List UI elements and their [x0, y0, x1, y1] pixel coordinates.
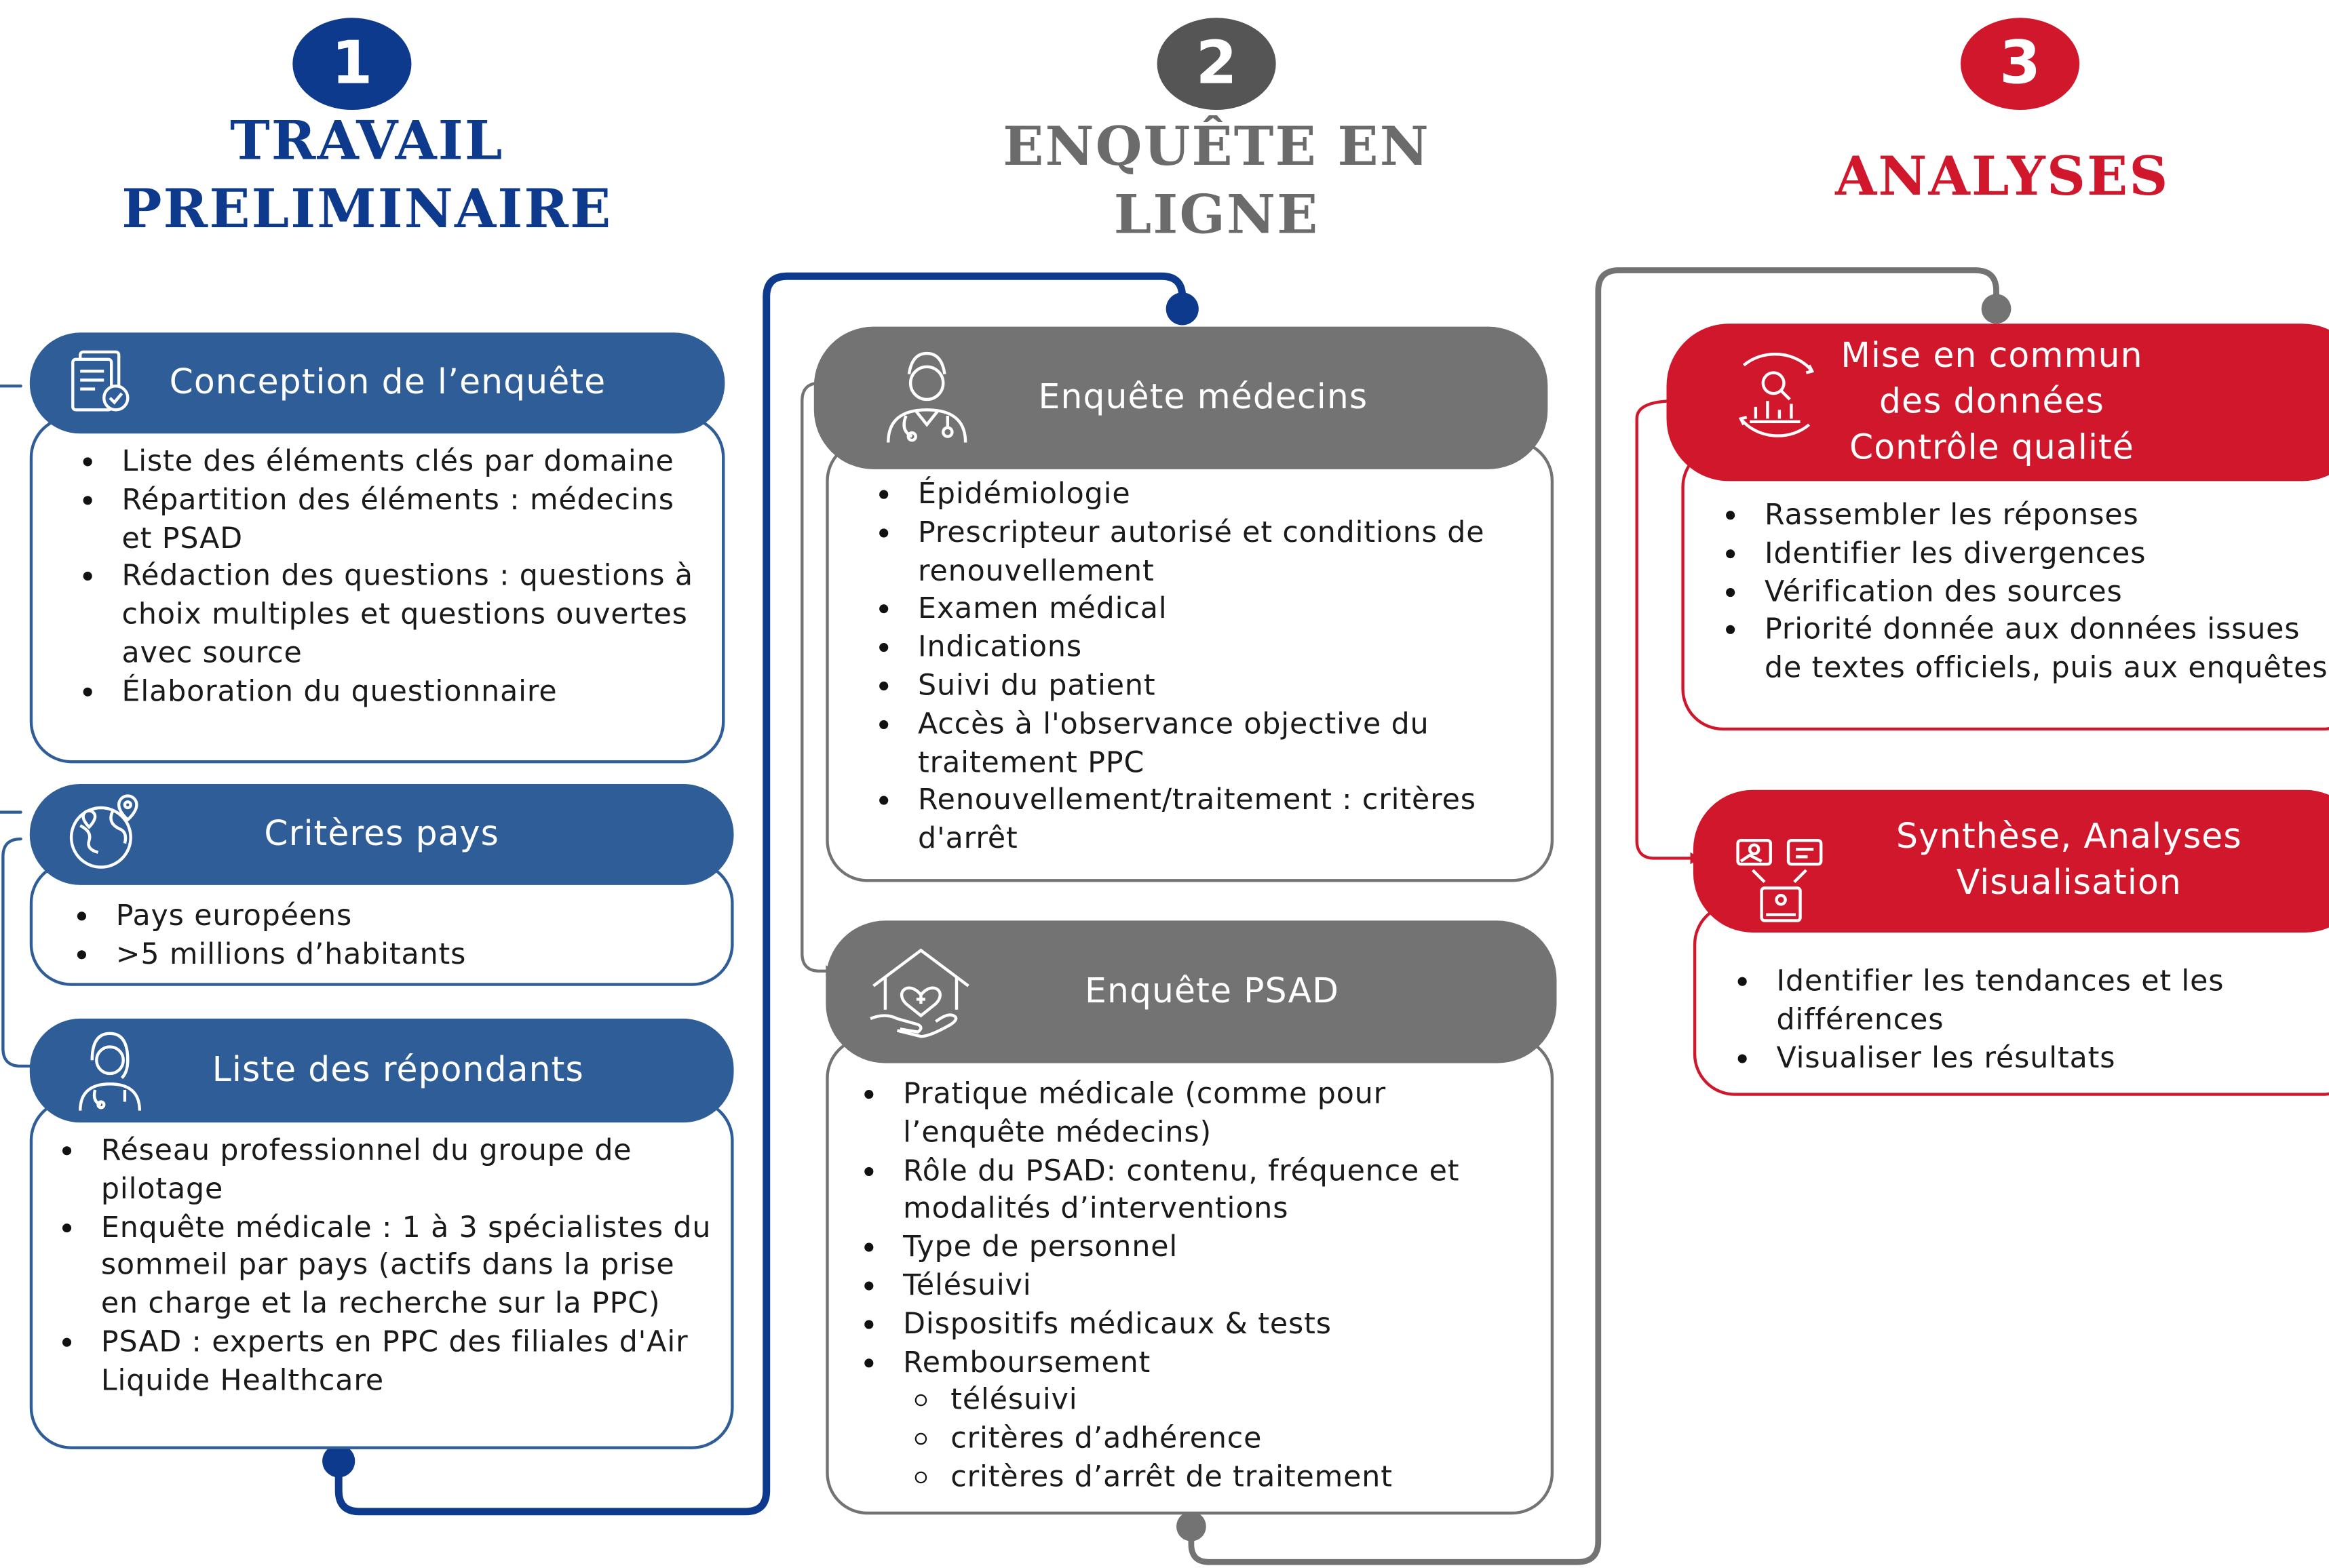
step-1-title-line2: PRELIMINAIRE [121, 178, 613, 241]
list-item: Vérification des sources [1717, 572, 2329, 610]
repondants-list: Réseau professionnel du groupe de pilota… [54, 1131, 716, 1399]
connector-step2-to-step3 [1188, 267, 1999, 1565]
repondants-title: Liste des répondants [212, 1051, 584, 1091]
conception-header: Conception de l’enquête [29, 332, 725, 434]
mise-list: Rassembler les réponses Identifier les d… [1717, 496, 2329, 687]
conception-list: Liste des éléments clés par domaine Répa… [74, 442, 704, 710]
checklist-document-icon [65, 347, 139, 425]
medecins-body: Épidémiologie Prescripteur autorisé et c… [826, 439, 1554, 882]
psad-body: Pratique médicale (comme pour l’enquête … [826, 1036, 1554, 1515]
conception-title: Conception de l’enquête [169, 364, 607, 403]
list-item: Rassembler les réponses [1717, 496, 2329, 534]
connector-dot-step3-end [1981, 294, 2012, 324]
list-subitem: critères d’arrêt de traitement [855, 1458, 1536, 1496]
list-item: Identifier les tendances et les différen… [1729, 962, 2329, 1039]
criteres-title: Critères pays [264, 815, 499, 854]
list-item: Examen médical [870, 590, 1536, 628]
synthese-title: Synthèse, Analyses Visualisation [1693, 815, 2329, 907]
list-item: PSAD : experts en PPC des filiales d'Air… [54, 1323, 716, 1400]
list-item: >5 millions d’habitants [69, 935, 713, 973]
step-3-title: ANALYSES [1752, 142, 2252, 211]
mise-title-line3: Contrôle qualité [1849, 428, 2134, 467]
step-1-title: TRAVAIL PRELIMINAIRE [60, 107, 674, 243]
step-1-title-line1: TRAVAIL [230, 110, 504, 172]
repondants-header: Liste des répondants [29, 1018, 734, 1123]
psad-title: Enquête PSAD [1085, 973, 1340, 1011]
list-item: Dispositifs médicaux & tests [855, 1305, 1536, 1343]
mise-body: Rassembler les réponses Identifier les d… [1681, 445, 2329, 731]
connector-dot-step2-start [1176, 1511, 1206, 1542]
psad-list: Pratique médicale (comme pour l’enquête … [855, 1075, 1536, 1496]
list-item: Renouvellement/traitement : critères d'a… [870, 781, 1536, 858]
data-analytics-icon [1723, 351, 1830, 449]
report-images-icon [1732, 831, 1830, 935]
list-item: Liste des éléments clés par domaine [74, 442, 704, 480]
col3-left-bracket [1635, 399, 1695, 860]
list-item: Remboursement [855, 1343, 1536, 1381]
mise-title-line1: Mise en commun [1841, 336, 2143, 375]
step-2-title-line1: ENQUÊTE EN [1003, 115, 1431, 178]
conception-body: Liste des éléments clés par domaine Répa… [29, 416, 725, 764]
medecins-title: Enquête médecins [1038, 378, 1368, 418]
home-care-icon [864, 944, 977, 1048]
step-3-number: 3 [1961, 18, 2080, 111]
step-1-number: 1 [292, 18, 412, 111]
list-subitem: télésuivi [855, 1381, 1536, 1419]
medecins-header: Enquête médecins [813, 326, 1548, 469]
list-item: Identifier les divergences [1717, 534, 2329, 572]
synthese-list: Identifier les tendances et les différen… [1729, 962, 2329, 1077]
step-2-title-line2: LIGNE [1113, 184, 1320, 247]
col1-left-bracket [0, 385, 35, 1068]
list-item: Élaboration du questionnaire [74, 672, 704, 710]
globe-pins-icon [62, 790, 151, 882]
list-item: Prescripteur autorisé et conditions de r… [870, 513, 1536, 590]
list-item: Rédaction des questions : questions à ch… [74, 557, 704, 672]
synthese-title-line1: Synthèse, Analyses [1895, 818, 2242, 857]
list-item: Répartition des éléments : médecins et P… [74, 481, 704, 557]
list-item: Pratique médicale (comme pour l’enquête … [855, 1075, 1536, 1152]
mise-title-line2: des données [1879, 382, 2105, 421]
list-item: Visualiser les résultats [1729, 1039, 2329, 1077]
step-2-title: ENQUÊTE EN LIGNE [906, 113, 1527, 249]
synthese-header: Synthèse, Analyses Visualisation [1693, 789, 2329, 935]
list-item: Rôle du PSAD: contenu, fréquence et moda… [855, 1152, 1536, 1228]
connector-step1-to-step2 [334, 272, 1187, 1516]
criteres-header: Critères pays [29, 784, 734, 885]
list-subitem: critères d’adhérence [855, 1419, 1536, 1457]
mise-header: Mise en commun des données Contrôle qual… [1666, 324, 2329, 482]
psad-header: Enquête PSAD [826, 920, 1557, 1063]
list-item: Pays européens [69, 897, 713, 935]
list-item: Épidémiologie [870, 475, 1536, 513]
synthese-body: Identifier les tendances et les différen… [1693, 903, 2329, 1096]
list-item: Indications [870, 629, 1536, 667]
list-item: Priorité donnée aux données issues de te… [1717, 611, 2329, 688]
repondants-body: Réseau professionnel du groupe de pilota… [29, 1099, 734, 1449]
step-2-number: 2 [1157, 18, 1276, 111]
list-item: Accès à l'observance objective du traite… [870, 705, 1536, 781]
step-3-title-line1: ANALYSES [1835, 145, 2170, 208]
list-item: Enquête médicale : 1 à 3 spécialistes du… [54, 1208, 716, 1322]
criteres-list: Pays européens >5 millions d’habitants [69, 897, 713, 973]
synthese-title-line2: Visualisation [1956, 864, 2182, 903]
col2-left-bracket [801, 381, 830, 973]
connector-dot-step2-end [1166, 292, 1199, 326]
connector-dot-step1-start [322, 1445, 355, 1478]
list-item: Suivi du patient [870, 667, 1536, 705]
doctor-male-icon [879, 347, 974, 454]
list-item: Type de personnel [855, 1228, 1536, 1266]
doctor-female-icon [71, 1027, 149, 1122]
list-item: Télésuivi [855, 1267, 1536, 1305]
list-item: Réseau professionnel du groupe de pilota… [54, 1131, 716, 1208]
mise-title: Mise en commun des données Contrôle qual… [1667, 334, 2329, 472]
medecins-list: Épidémiologie Prescripteur autorisé et c… [870, 475, 1536, 859]
